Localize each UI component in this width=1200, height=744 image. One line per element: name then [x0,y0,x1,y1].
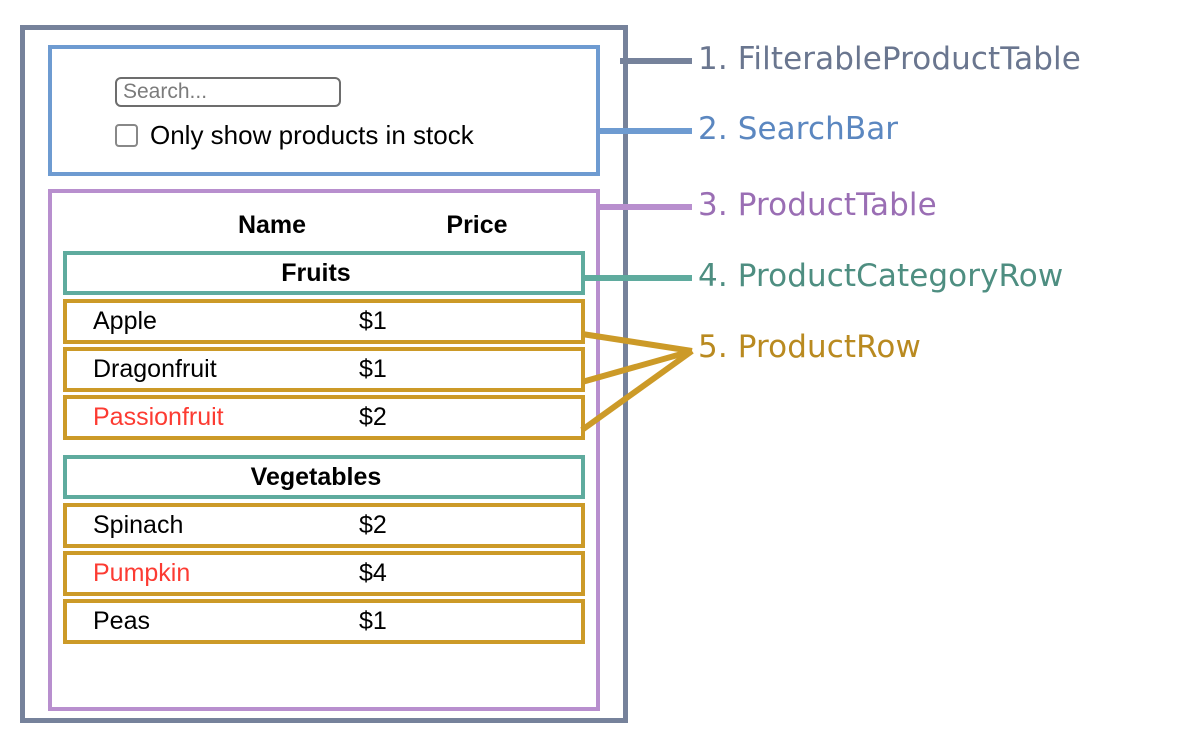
category-spacer [63,443,585,455]
search-input[interactable] [115,77,341,107]
in-stock-filter-row[interactable]: Only show products in stock [115,122,474,148]
filterable-product-table-box: Only show products in stock Name Price F… [20,25,628,723]
product-name: Apple [93,307,157,335]
product-name: Peas [93,607,150,635]
legend-label-search-bar: 2. SearchBar [698,111,899,147]
legend-label-product-category-row: 4. ProductCategoryRow [698,258,1064,294]
product-category-row: Vegetables [63,455,585,499]
product-category-label: Fruits [281,258,351,287]
product-row: Pumpkin $4 [63,551,585,596]
product-price: $2 [359,511,387,539]
legend-label-product-row: 5. ProductRow [698,329,921,365]
in-stock-checkbox-label: Only show products in stock [150,120,474,150]
product-name: Passionfruit [93,403,224,431]
product-price: $1 [359,307,387,335]
search-bar-box: Only show products in stock [48,45,600,176]
product-row: Passionfruit $2 [63,395,585,440]
product-price: $4 [359,559,387,587]
product-table-box: Name Price Fruits Apple $1 Dragonfruit $… [48,189,600,711]
product-price: $1 [359,607,387,635]
column-header-price: Price [446,210,508,239]
product-category-row: Fruits [63,251,585,295]
in-stock-checkbox[interactable] [115,123,138,147]
product-category-label: Vegetables [250,462,382,491]
product-name: Dragonfruit [93,355,217,383]
product-table-header: Name Price [52,207,596,243]
product-row: Peas $1 [63,599,585,644]
product-table-rows: Fruits Apple $1 Dragonfruit $1 Passionfr… [63,251,585,647]
legend-label-filterable-product-table: 1. FilterableProductTable [698,41,1081,77]
product-name: Pumpkin [93,559,191,587]
product-row: Apple $1 [63,299,585,344]
product-price: $2 [359,403,387,431]
column-header-name: Name [237,210,307,239]
legend-label-product-table: 3. ProductTable [698,187,937,223]
product-price: $1 [359,355,387,383]
product-row: Dragonfruit $1 [63,347,585,392]
product-row: Spinach $2 [63,503,585,548]
product-name: Spinach [93,511,184,539]
